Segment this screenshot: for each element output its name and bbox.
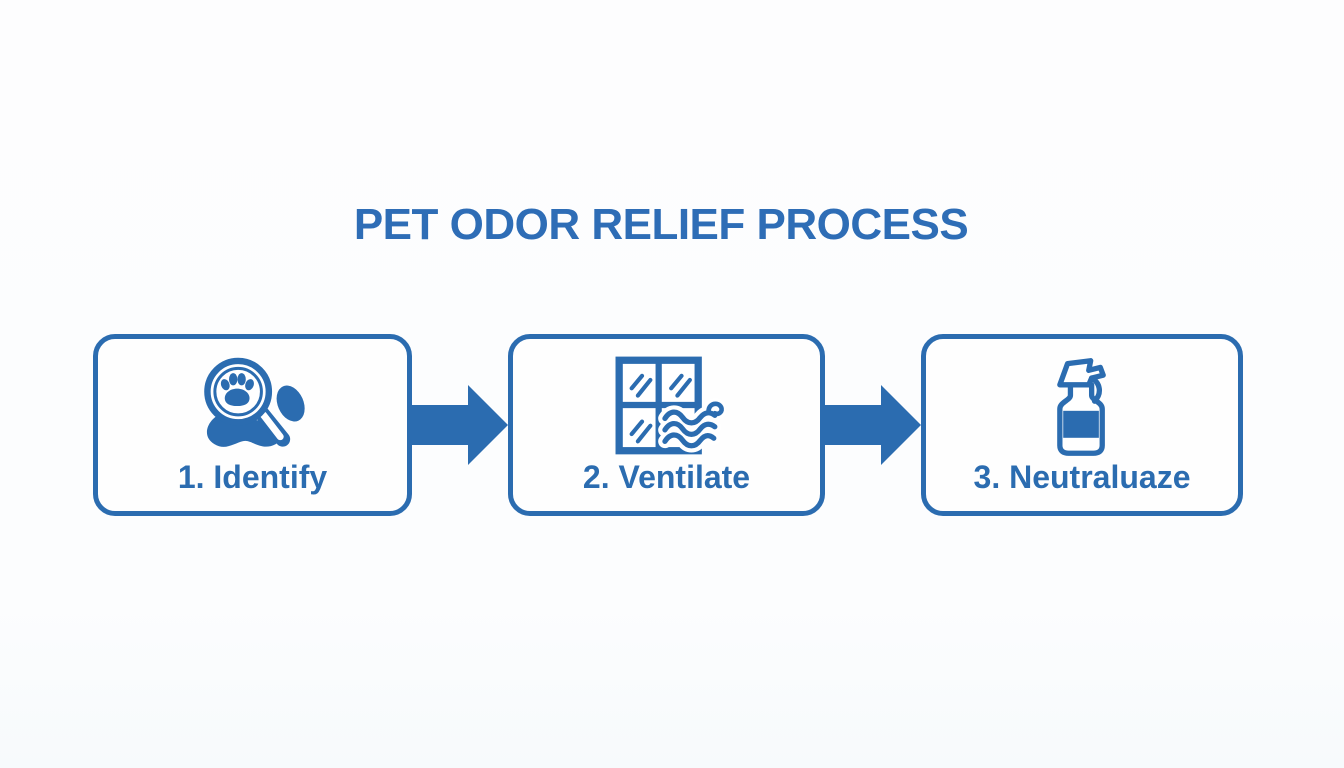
step-card-ventilate: 2. Ventilate [508, 334, 825, 516]
step-card-identify: 1. Identify [93, 334, 412, 516]
step-label-identify: 1. Identify [177, 459, 328, 495]
page-title: PET ODOR RELIEF PROCESS [353, 200, 969, 249]
paw-magnifier-icon [188, 353, 318, 459]
arrow-right-icon [412, 385, 508, 465]
arrow-right-icon [825, 385, 921, 465]
spray-bottle-icon [1046, 353, 1118, 459]
window-airflow-icon [608, 353, 726, 459]
step-label-neutralize: 3. Neutraluaze [973, 459, 1191, 495]
step-label-ventilate: 2. Ventilate [582, 459, 751, 495]
step-card-neutralize: 3. Neutraluaze [921, 334, 1243, 516]
